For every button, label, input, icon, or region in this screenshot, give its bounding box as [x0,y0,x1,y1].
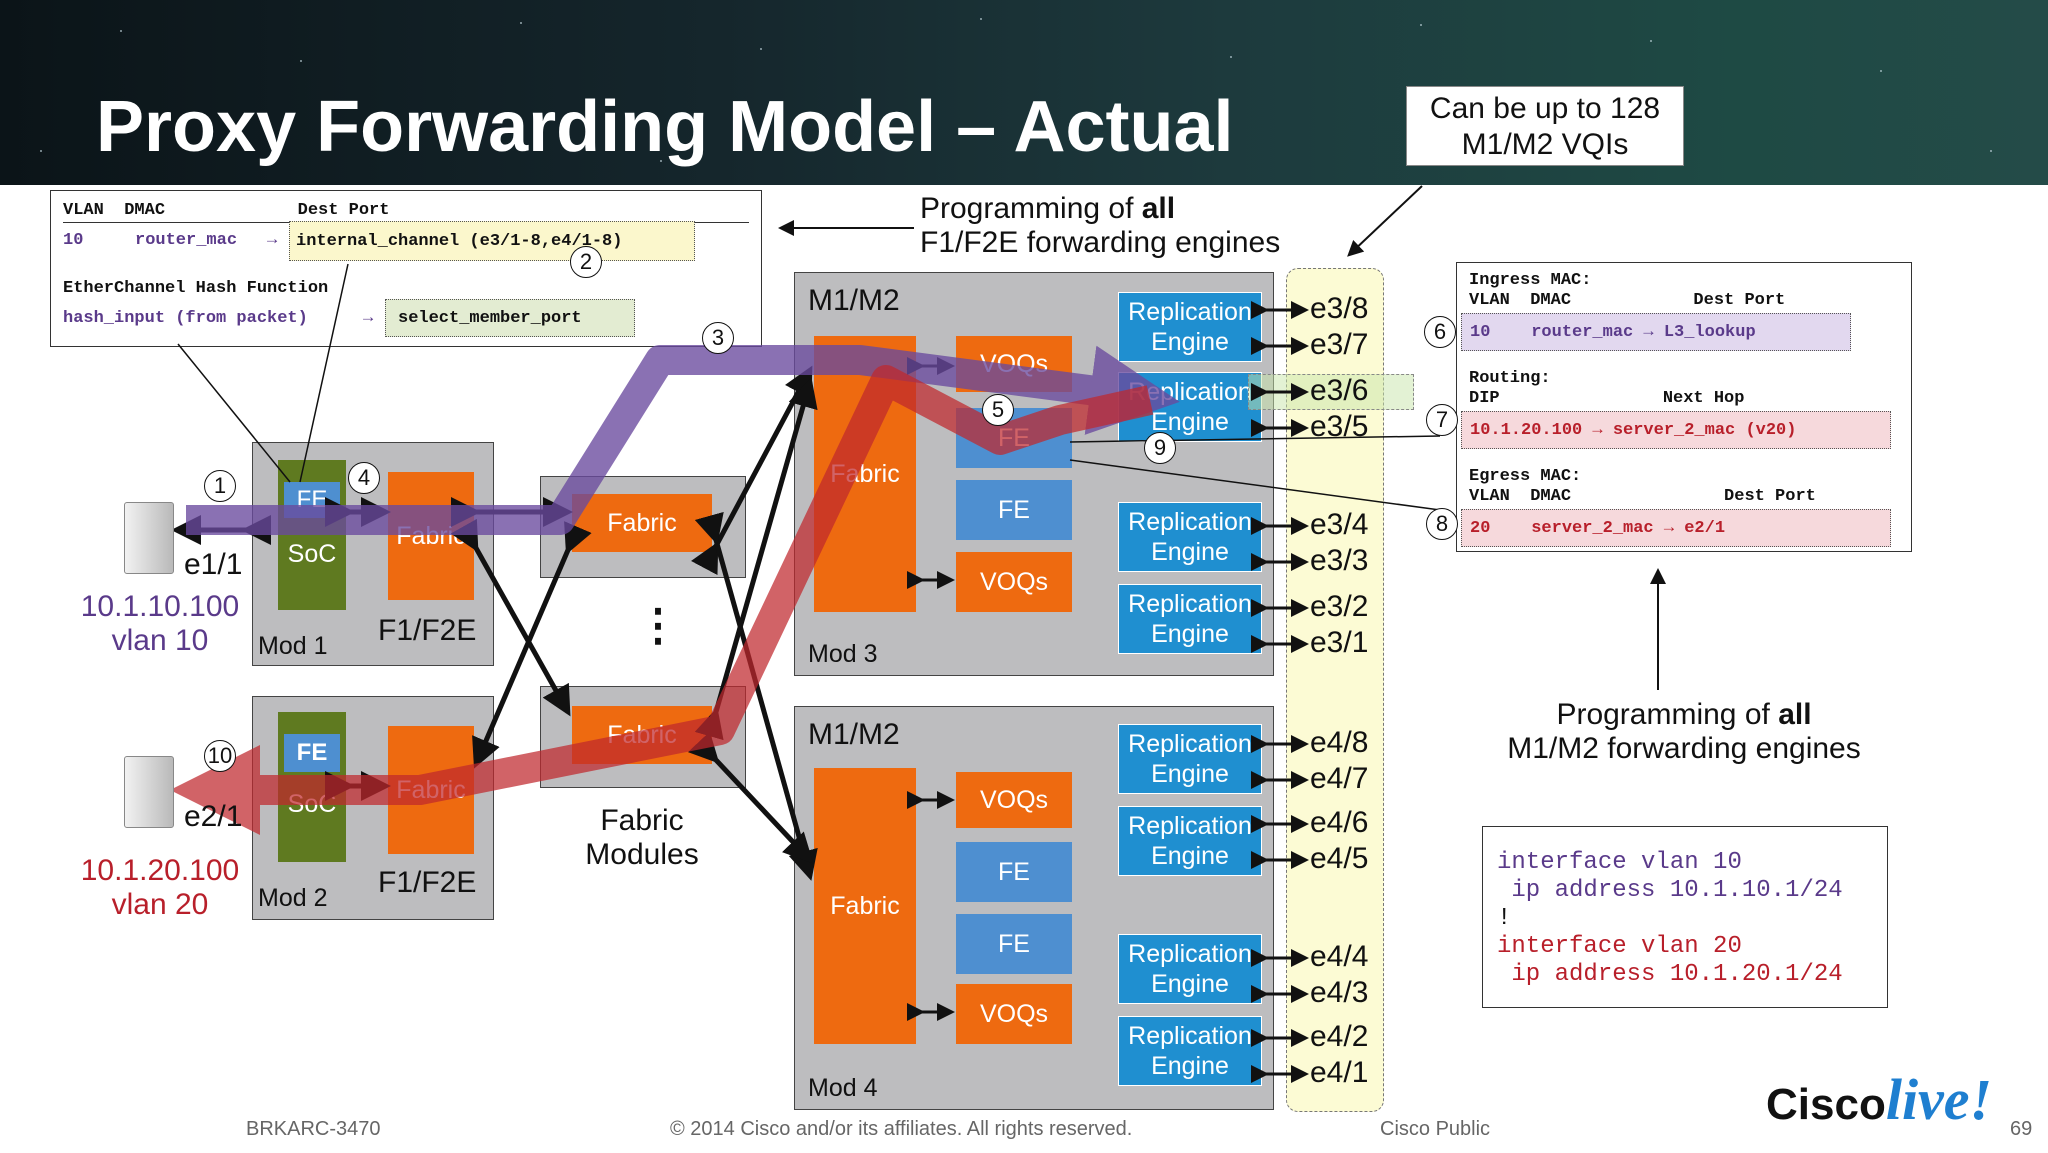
page-title: Proxy Forwarding Model – Actual [96,87,1234,167]
mod2-type: F1/F2E [378,866,477,899]
mod2-fe: FE [284,734,340,772]
port-e3-6: e3/6 [1310,374,1369,407]
mod4-fabric: Fabric [814,768,916,1044]
hash-function-header: EtherChannel Hash Function [63,279,329,298]
mod2-name: Mod 2 [258,884,328,912]
mod4-fe-2: FE [956,914,1072,974]
ingress-mac-row: 10 router_mac → L3_lookup [1461,313,1851,351]
select-member-port: select_member_port [385,299,635,337]
vlan-config-box: interface vlan 10 ip address 10.1.10.1/2… [1482,826,1888,1008]
step-4: 4 [348,462,380,494]
f1-row-dest-port: internal_channel (e3/1-8,e4/1-8) [289,221,695,261]
mod1-name: Mod 1 [258,632,328,660]
port-e4-4: e4/4 [1310,940,1369,973]
mod3-name: Mod 3 [808,640,878,668]
prog-f1-label: Programming of all F1/F2E forwarding eng… [920,192,1281,259]
f1-forwarding-table: VLAN DMAC Dest Port 10 router_mac → inte… [50,190,762,347]
leader-8 [1069,459,1441,511]
host1-port: e1/1 [184,548,243,581]
host2-port: e2/1 [184,800,243,833]
mod4-voqs-2: VOQs [956,984,1072,1044]
port-e3-4: e3/4 [1310,508,1369,541]
port-e4-3: e4/3 [1310,976,1369,1009]
f1-row-dmac: router_mac [135,231,238,250]
leader-7 [1069,435,1441,443]
port-e3-3: e3/3 [1310,544,1369,577]
footer-classification: Cisco Public [1380,1118,1491,1140]
internal-links [907,301,1309,1083]
prog-m1-label: Programming of all M1/M2 forwarding engi… [1507,698,1861,765]
port-e4-8: e4/8 [1310,726,1369,759]
fabric-module-top: Fabric [572,494,712,552]
m1-forwarding-table: Ingress MAC: VLAN DMAC Dest Port 10 rout… [1456,262,1912,552]
step-9: 9 [1144,432,1176,464]
port-e4-2: e4/2 [1310,1020,1369,1053]
step-6: 6 [1424,316,1456,348]
step-10: 10 [204,740,236,772]
step-8: 8 [1426,508,1458,540]
mod4-voqs-1: VOQs [956,772,1072,828]
f1-table-header: VLAN DMAC Dest Port [63,201,390,220]
footer-copyright: © 2014 Cisco and/or its affiliates. All … [670,1118,1133,1140]
port-e4-7: e4/7 [1310,762,1369,795]
mod4-type: M1/M2 [808,718,900,751]
step-5: 5 [982,394,1014,426]
egress-mac-row: 20 server_2_mac → e2/1 [1461,509,1891,547]
step-1: 1 [204,470,236,502]
port-e3-8: e3/8 [1310,292,1369,325]
port-e4-6: e4/6 [1310,806,1369,839]
port-e3-7: e3/7 [1310,328,1369,361]
fabric-ellipsis: ⋮ [636,601,680,650]
cisco-live-logo: Ciscolive! [1766,1067,1993,1132]
hash-input: hash_input (from packet) [63,309,308,328]
mod4-fe-1: FE [956,842,1072,902]
arrow-callout [1347,185,1423,257]
red-flow [170,365,1154,835]
mod4-name: Mod 4 [808,1074,878,1102]
server-2-icon [124,756,174,828]
header-banner [0,0,2048,185]
server-1-icon [124,502,174,574]
mod3-voqs-2: VOQs [956,552,1072,612]
port-e3-1: e3/1 [1310,626,1369,659]
port-e4-5: e4/5 [1310,842,1369,875]
leader-1 [177,343,291,483]
footer-page-number: 69 [2010,1118,2033,1140]
step-3: 3 [702,322,734,354]
mod3-fe-2: FE [956,480,1072,540]
step-7: 7 [1426,404,1458,436]
leader-2 [299,263,349,483]
routing-row: 10.1.20.100 → server_2_mac (v20) [1461,411,1891,449]
mod3-type: M1/M2 [808,284,900,317]
footer-session-code: BRKARC-3470 [246,1118,381,1140]
step-2: 2 [570,246,602,278]
f1-row-vlan: 10 [63,231,84,250]
port-e4-1: e4/1 [1310,1056,1369,1089]
purple-flow [186,345,1180,535]
port-e3-2: e3/2 [1310,590,1369,623]
